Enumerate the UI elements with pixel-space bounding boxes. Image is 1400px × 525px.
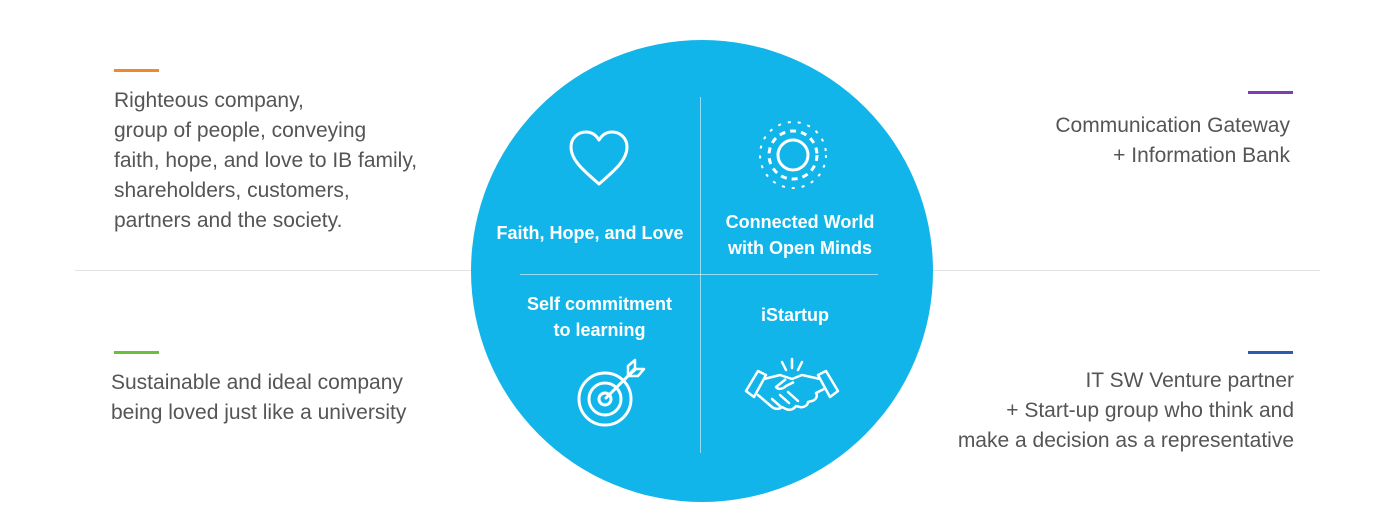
target-arrow-icon bbox=[577, 358, 646, 427]
description-top-right: Communication Gateway + Information Bank bbox=[1055, 114, 1290, 167]
description-bottom-left: Sustainable and ideal company being love… bbox=[111, 371, 407, 424]
description-top-left: Righteous company, group of people, conv… bbox=[114, 89, 418, 232]
quadrant-label-faith-hope-love: Faith, Hope, and Love bbox=[496, 223, 684, 243]
accent-bar-top-right bbox=[1248, 91, 1293, 94]
description-bottom-right: IT SW Venture partner + Start-up group w… bbox=[957, 369, 1294, 452]
accent-bar-top-left bbox=[114, 69, 159, 72]
heart-icon bbox=[569, 130, 629, 186]
quadrant-label-istartup: iStartup bbox=[760, 305, 829, 325]
values-circle bbox=[471, 40, 933, 502]
accent-bar-bottom-right bbox=[1248, 351, 1293, 354]
quadrant-label-connected-world: Connected World with Open Minds bbox=[725, 212, 875, 258]
circle-horizontal-divider bbox=[520, 274, 878, 275]
quadrant-label-self-commitment: Self commitment to learning bbox=[526, 294, 673, 340]
accent-bar-bottom-left bbox=[114, 351, 159, 354]
handshake-icon bbox=[744, 357, 840, 412]
sun-ring-icon bbox=[759, 121, 827, 189]
circle-vertical-divider bbox=[700, 97, 701, 453]
